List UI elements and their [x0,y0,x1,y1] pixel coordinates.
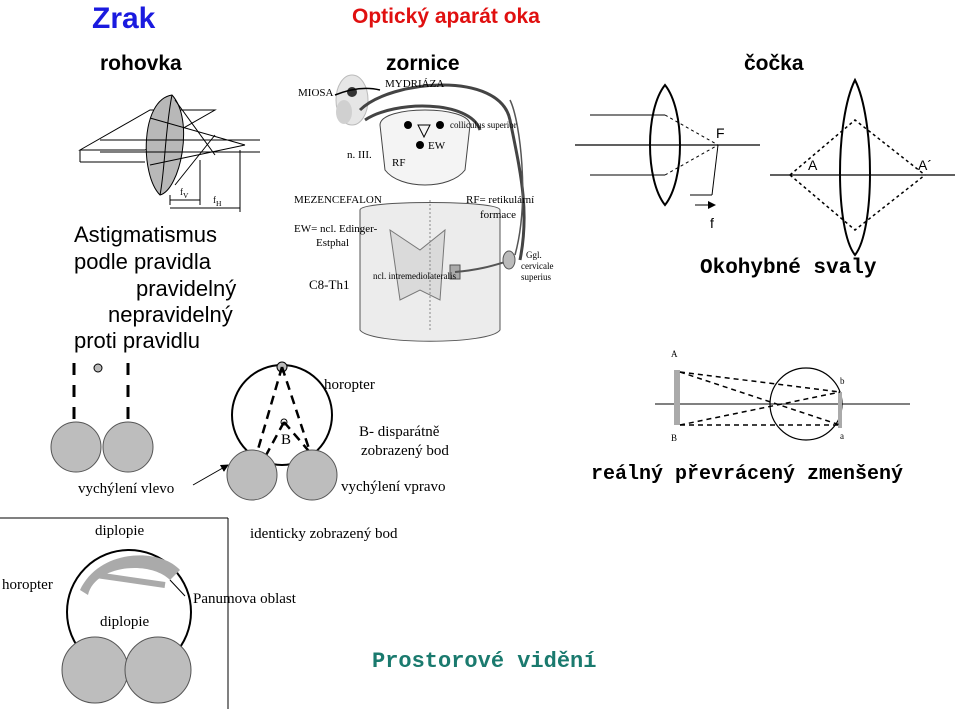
label-ggl-3: superius [521,272,551,282]
label-object-A: A [671,349,678,359]
label-ew: EW [428,140,446,152]
section-cornea: rohovka [100,52,182,75]
label-ggl-1: Ggl. [526,250,542,260]
label-rf-def-2: formace [480,209,517,221]
label-mydriaza: MYDRIÁZA [385,78,445,90]
pupil-reflex-diagram [334,74,526,342]
label-point-B: B [281,432,292,448]
label-rf-def-1: RF= retikulární [466,194,535,206]
section-lens: čočka [744,52,804,75]
focus-vertical-label: fV [180,187,189,200]
label-disparate-1: B- disparátně [359,424,440,440]
image-caption: reálný převrácený zmenšený [591,463,904,486]
image-formation-diagram [655,367,910,441]
label-identical-point: identicky zobrazený bod [250,526,398,542]
label-ew-def-1: EW= ncl. Edinger- [294,223,378,235]
label-lens-A-prime: A´ [918,157,932,173]
page-subtitle: Optický aparát oka [352,5,540,28]
label-right-shift: vychýlení vpravo [341,479,446,495]
astigmatism-line-2: podle pravidla [74,249,211,274]
binocular-diagram [0,361,338,709]
label-colliculus: colliculus superior [450,120,517,130]
page-title: Zrak [92,2,156,35]
astigmatism-line-5: proti pravidlu [74,328,200,353]
label-image-a: a [840,431,844,441]
lens-diagram [575,77,955,257]
label-miosa: MIOSA [298,87,334,99]
cornea-astigmatism-diagram [78,94,260,212]
label-diplopie-top: diplopie [95,523,145,539]
label-ew-def-2: Estphal [316,237,349,249]
label-horopter: horopter [324,377,375,393]
label-mezencefalon: MEZENCEFALON [294,194,382,206]
label-ncl: ncl. intremediolateralis [373,271,456,281]
section-eye-muscles: Okohybné svaly [700,257,877,280]
label-image-b: b [840,376,845,386]
label-horopter-bottom: horopter [2,577,53,593]
astigmatism-title: Astigmatismus [74,222,218,247]
label-focus-F: F [716,125,725,141]
label-panum-area: Panumova oblast [193,591,296,607]
astigmatism-line-3: pravidelný [136,276,237,301]
astigmatism-line-4: nepravidelný [108,302,233,327]
section-space-vision: Prostorové vidění [372,649,597,674]
label-left-shift: vychýlení vlevo [78,481,175,497]
label-rf: RF [392,157,406,169]
focus-horizontal-label: fH [213,195,222,208]
label-object-B: B [671,433,678,443]
label-diplopie-bottom: diplopie [100,614,150,630]
label-n3: n. III. [347,149,372,161]
section-pupil: zornice [386,52,460,75]
label-disparate-2: zobrazený bod [361,443,449,459]
label-c8: C8-Th1 [309,277,350,292]
label-lens-A: A [808,157,818,173]
label-ggl-2: cervicale [521,261,554,271]
label-focal-length: f [710,215,714,231]
